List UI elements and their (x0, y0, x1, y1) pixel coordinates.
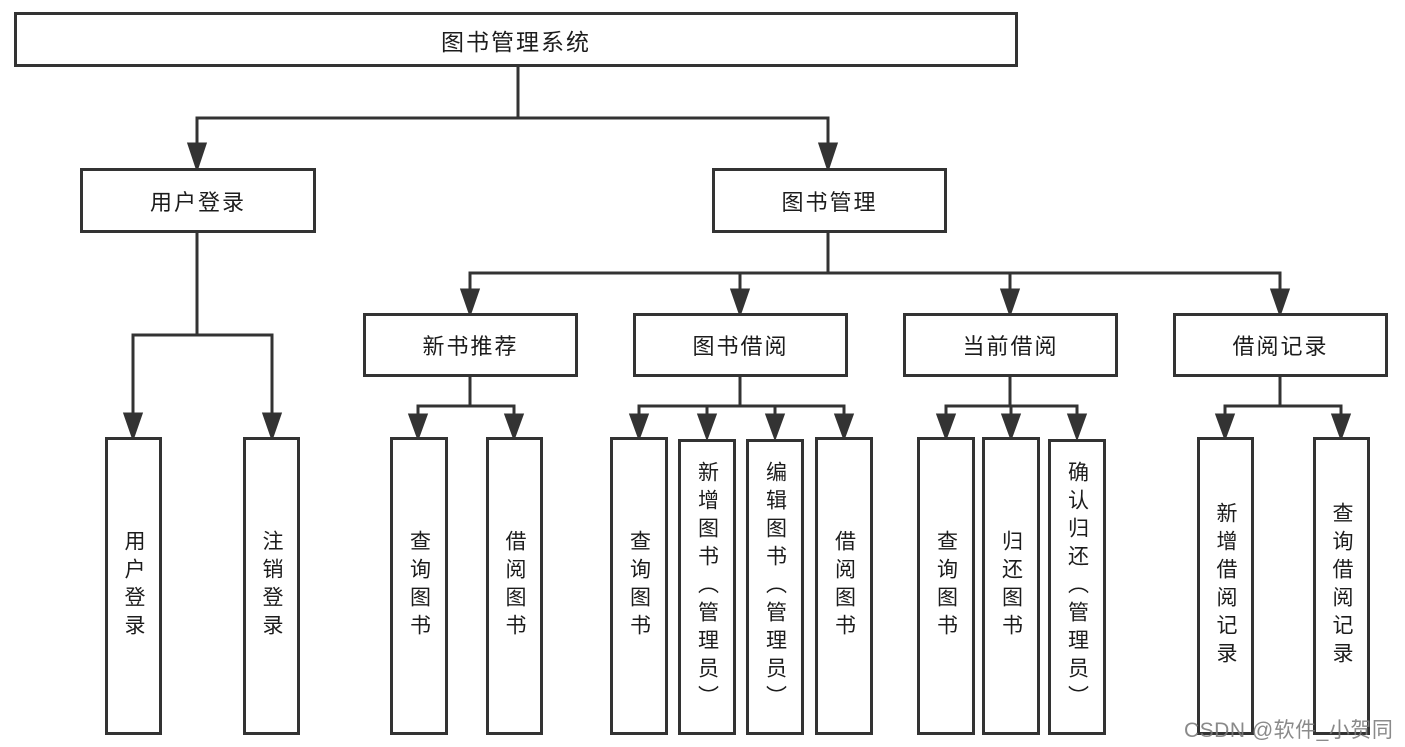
leaf-borrow-books: 借阅图书 (815, 437, 873, 735)
node-user-login: 用户登录 (80, 168, 316, 233)
leaf-borrow-books-recommend: 借阅图书 (486, 437, 543, 735)
leaf-edit-books-admin: 编辑图书（管理员） (746, 439, 804, 735)
node-borrowing-records: 借阅记录 (1173, 313, 1388, 377)
leaf-query-borrow-record: 查询借阅记录 (1313, 437, 1370, 735)
leaf-query-books-current: 查询图书 (917, 437, 975, 735)
leaf-add-borrow-record: 新增借阅记录 (1197, 437, 1254, 735)
leaf-logout: 注销登录 (243, 437, 300, 735)
leaf-user-login: 用户登录 (105, 437, 162, 735)
leaf-confirm-return-admin: 确认归还（管理员） (1048, 439, 1106, 735)
leaf-query-books-recommend: 查询图书 (390, 437, 448, 735)
node-book-borrowing: 图书借阅 (633, 313, 848, 377)
node-book-management: 图书管理 (712, 168, 947, 233)
node-library-management-system: 图书管理系统 (14, 12, 1018, 67)
leaf-query-books-borrowing: 查询图书 (610, 437, 668, 735)
leaf-return-books: 归还图书 (982, 437, 1040, 735)
leaf-add-books-admin: 新增图书（管理员） (678, 439, 736, 735)
csdn-watermark: CSDN @软件_小贺同学 (1184, 719, 1394, 742)
node-current-borrowing: 当前借阅 (903, 313, 1118, 377)
node-new-book-recommendation: 新书推荐 (363, 313, 578, 377)
